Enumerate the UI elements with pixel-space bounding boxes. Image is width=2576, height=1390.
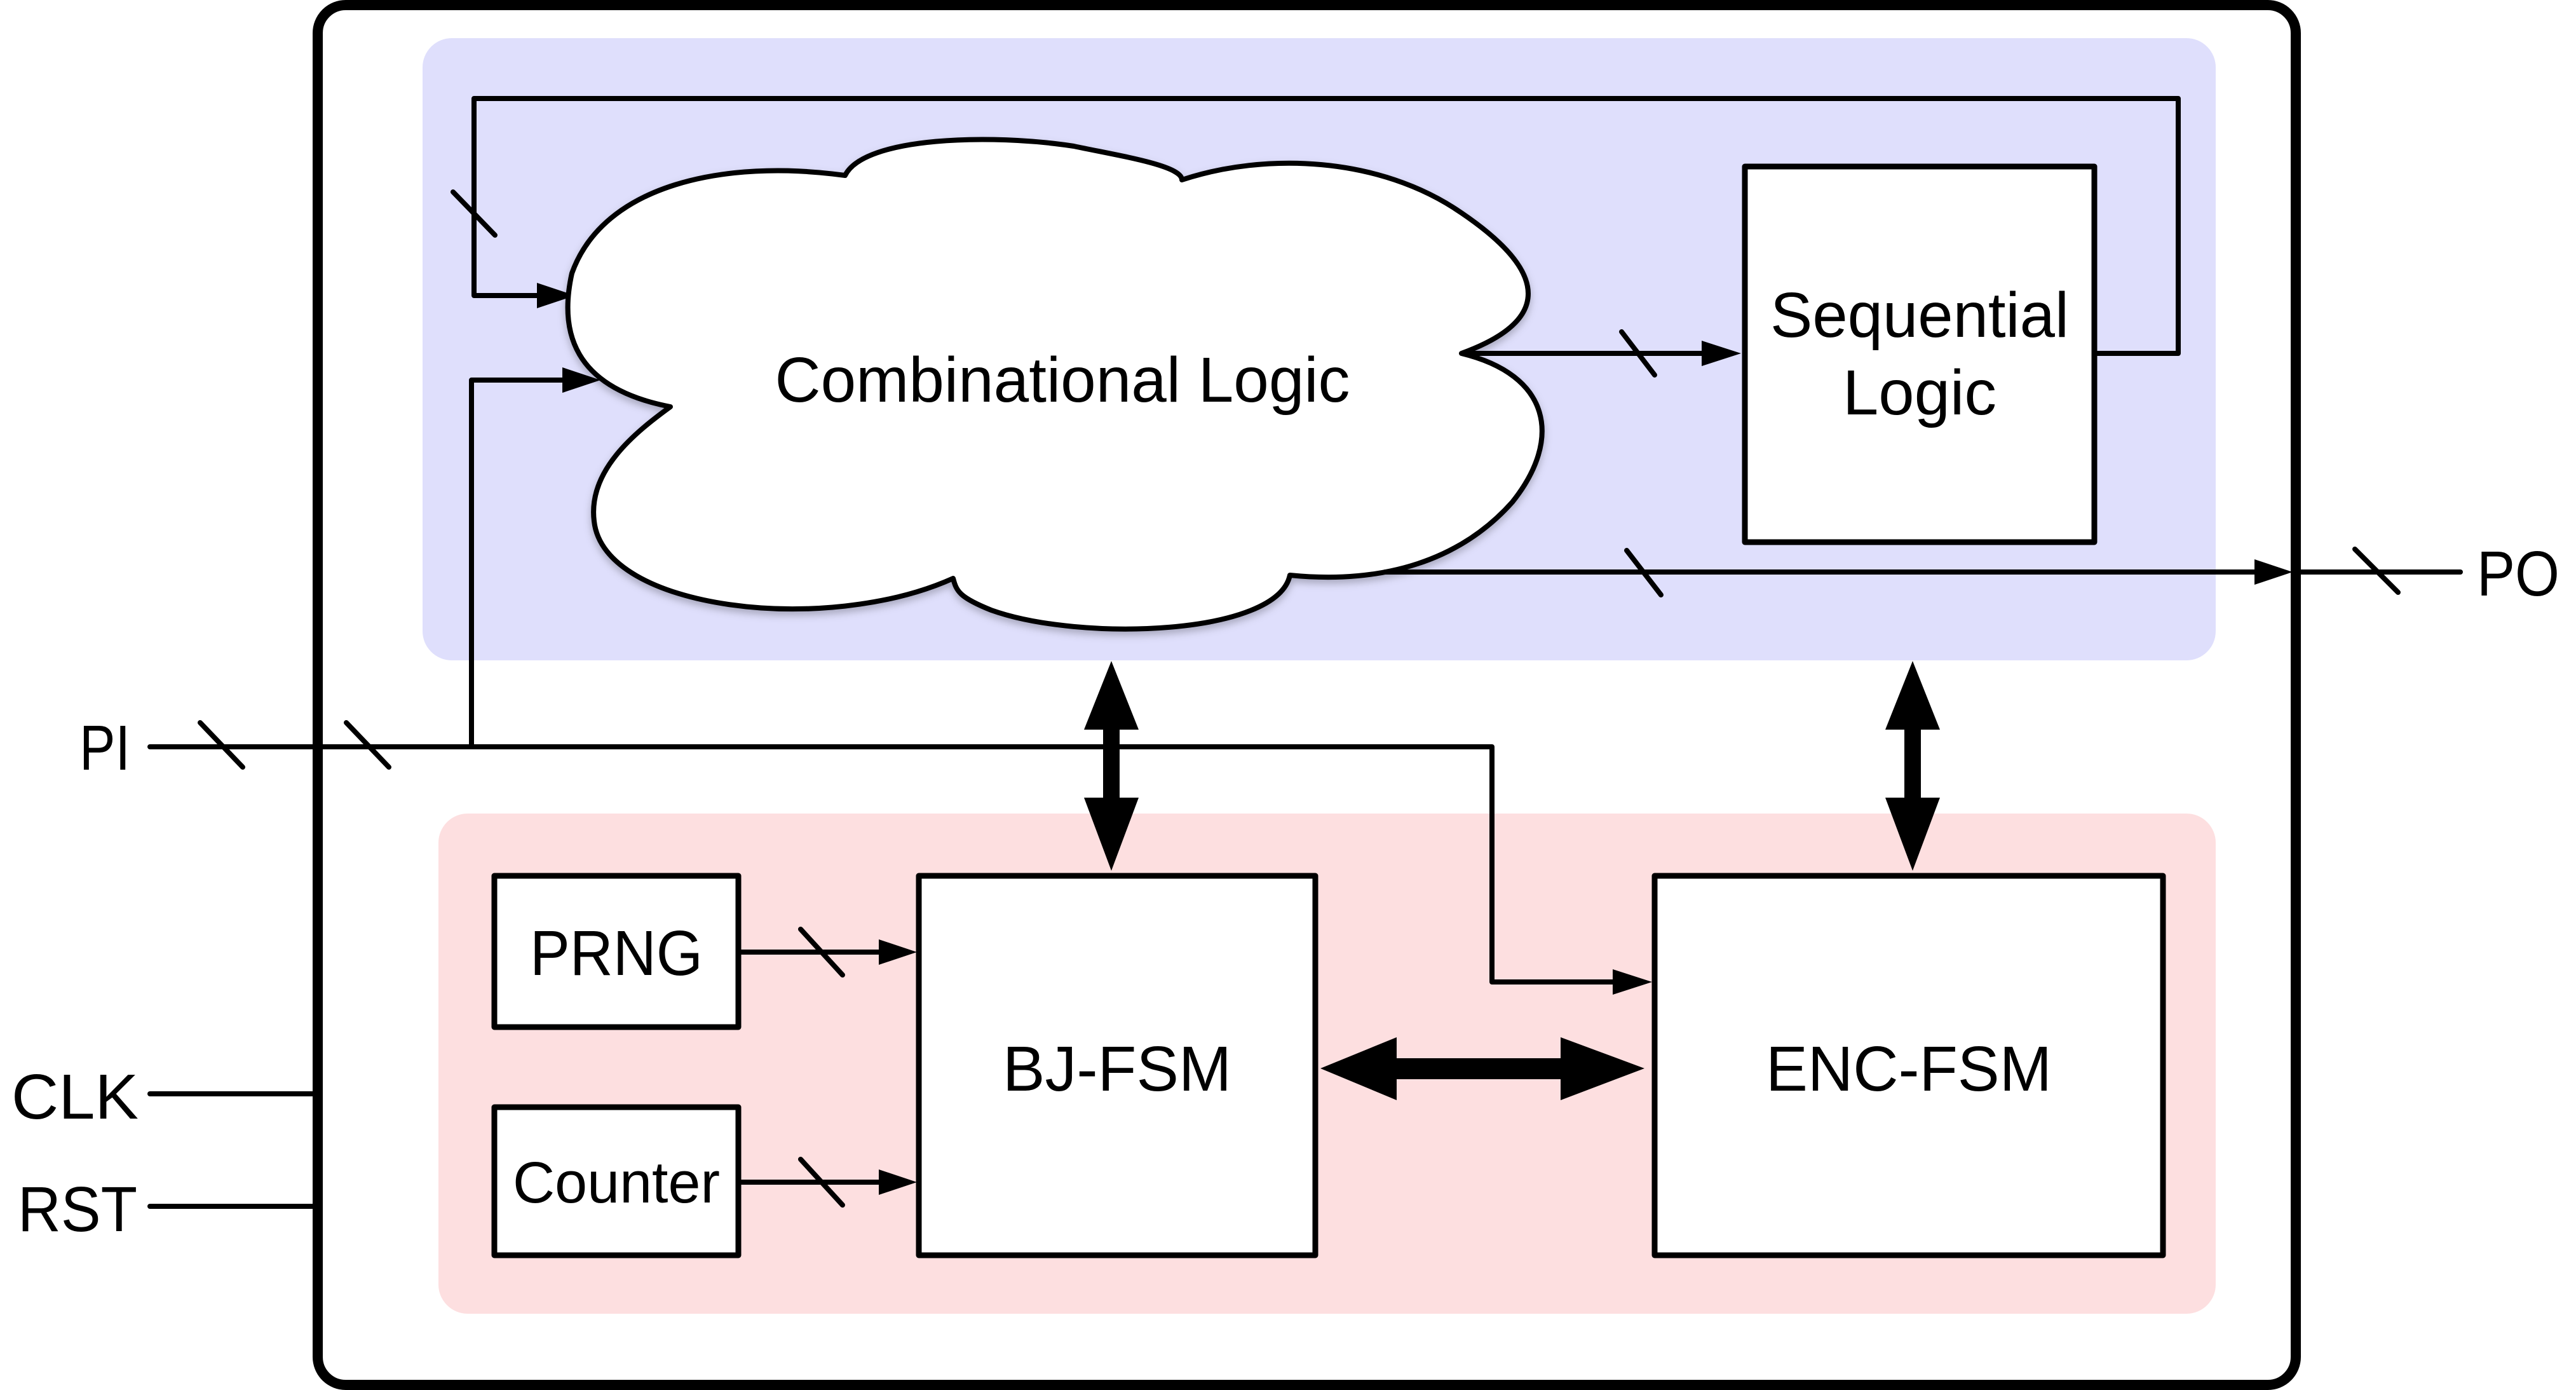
feedback-wire: [471, 96, 2181, 356]
bus-slash-pi-inner: [344, 720, 391, 770]
bus-slash-po: [2352, 547, 2401, 595]
bus-slash-prng: [798, 927, 845, 978]
bj-fsm-block: [916, 873, 1319, 1258]
enc-fsm-block: [1651, 873, 2166, 1258]
counter-block: [491, 1104, 742, 1258]
pi-to-comb-arrowhead: [562, 367, 600, 393]
rst-port-label: RST: [18, 1174, 137, 1245]
pi-wire: [147, 744, 1617, 985]
datapath-encfsm-bidir-arrow: [1885, 661, 1940, 871]
sequential-logic-block: [1742, 163, 2098, 545]
counter-label: Counter: [513, 1150, 720, 1215]
combinational-logic-cloud: [565, 137, 1545, 632]
enc-fsm-label: ENC-FSM: [1766, 1033, 2052, 1105]
pi-to-comb-wire: [469, 378, 565, 747]
po-port-label: PO: [2477, 538, 2559, 610]
prng-label: PRNG: [530, 918, 703, 989]
comb-to-seq-arrowhead: [1702, 341, 1741, 366]
prng-arrowhead: [879, 939, 917, 965]
bus-slash-pi-outer: [198, 720, 245, 770]
bus-slash-feedback: [451, 189, 498, 238]
bj-fsm-label: BJ-FSM: [1003, 1033, 1231, 1105]
prng-block: [491, 873, 742, 1030]
counter-arrowhead: [879, 1169, 917, 1195]
sequential-logic-label-line1: Sequential: [1770, 280, 2069, 351]
pi-to-enc-arrowhead: [1613, 969, 1652, 995]
sequential-logic-label-line2: Logic: [1843, 357, 1996, 428]
clk-port-label: CLK: [11, 1061, 139, 1133]
bus-slash-comb-seq: [1619, 329, 1657, 378]
po-arrowhead: [2254, 559, 2293, 585]
datapath-bjfsm-bidir-arrow: [1084, 661, 1139, 871]
bus-slash-comb-po: [1624, 548, 1664, 597]
chip-boundary: [313, 0, 2301, 1390]
combinational-logic-label: Combinational Logic: [775, 344, 1350, 416]
bus-slash-counter: [798, 1157, 845, 1208]
pi-port-label: PI: [79, 712, 130, 784]
bjfsm-encfsm-bidir-arrow: [1320, 1037, 1644, 1100]
feedback-arrowhead: [537, 283, 575, 308]
